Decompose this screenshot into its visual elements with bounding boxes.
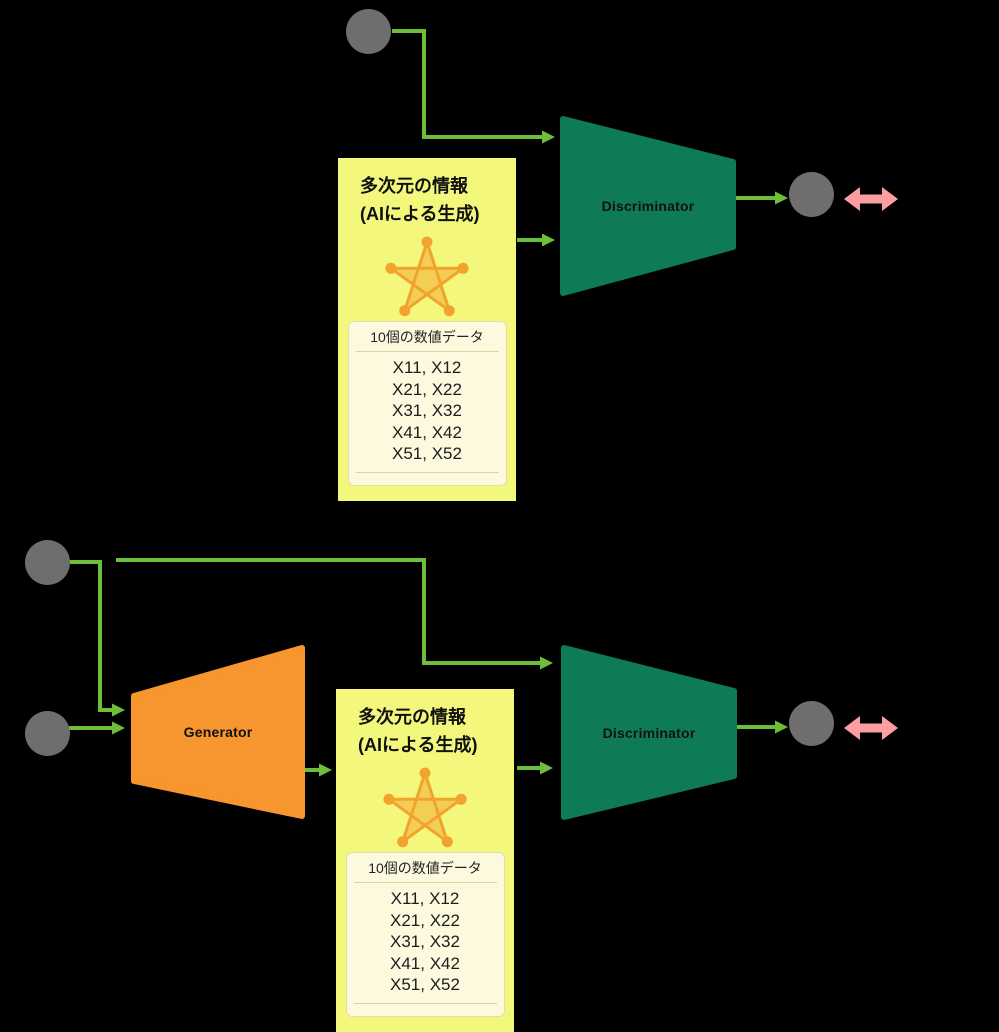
- data-row: X31, X32: [392, 401, 462, 420]
- generated-data-panel-bottom: 多次元の情報 (AIによる生成) 10個の数値データ X11, X12 X21,…: [336, 689, 514, 1032]
- discriminator-label: Discriminator: [601, 198, 695, 214]
- discriminator-label: Discriminator: [602, 724, 696, 741]
- divider: [355, 351, 499, 352]
- data-card-rows: X11, X12 X21, X22 X31, X32 X41, X42 X51,…: [349, 352, 506, 472]
- generator-shape: [131, 645, 305, 819]
- data-row: X21, X22: [392, 379, 462, 399]
- divider: [353, 1002, 497, 1004]
- noise-node-bottom: [25, 540, 70, 585]
- data-row: X51, X52: [392, 444, 462, 463]
- star-icon: [385, 236, 469, 317]
- data-row: X11, X12: [390, 889, 460, 908]
- discriminator-top: Discriminator: [560, 116, 736, 296]
- data-card-header: 10個の数値データ: [370, 329, 484, 345]
- divider: [355, 471, 499, 473]
- data-card: 10個の数値データ X11, X12 X21, X22 X31, X32 X41…: [345, 852, 505, 1017]
- data-card-header: 10個の数値データ: [368, 860, 482, 876]
- data-row: X21, X22: [390, 910, 460, 930]
- generator: Generator: [131, 645, 305, 819]
- discriminator-shape: [561, 645, 737, 820]
- input-node-bottom: [25, 711, 70, 756]
- panel-title-line2: (AIによる生成): [358, 735, 478, 755]
- data-row: X11, X12: [392, 358, 462, 377]
- data-row: X31, X32: [390, 932, 460, 951]
- arrow-noise-to-generator: [69, 560, 125, 717]
- panel-title-line1: 多次元の情報: [360, 176, 468, 196]
- data-row: X41, X42: [390, 953, 460, 973]
- generator-label: Generator: [183, 724, 253, 740]
- data-card-rows: X11, X12 X21, X22 X31, X32 X41, X42 X51,…: [347, 883, 504, 1003]
- data-row: X51, X52: [390, 975, 460, 994]
- data-row: X41, X42: [392, 422, 462, 442]
- noise-node-top: [346, 9, 391, 54]
- panel-title: 多次元の情報 (AIによる生成): [360, 172, 516, 228]
- arrow-noise-to-discriminator-top: [392, 29, 555, 144]
- data-card: 10個の数値データ X11, X12 X21, X22 X31, X32 X41…: [347, 321, 507, 486]
- panel-title-line2: (AIによる生成): [360, 204, 480, 224]
- panel-title: 多次元の情報 (AIによる生成): [358, 703, 514, 759]
- generated-data-panel-top: 多次元の情報 (AIによる生成) 10個の数値データ X11, X12 X21,…: [338, 158, 516, 501]
- output-node-bottom: [789, 701, 834, 746]
- divider: [353, 882, 497, 883]
- output-node-top: [789, 172, 834, 217]
- star-icon: [383, 767, 467, 848]
- discriminator-bottom: Discriminator: [561, 645, 737, 820]
- panel-title-line1: 多次元の情報: [358, 707, 466, 727]
- discriminator-shape: [560, 116, 736, 296]
